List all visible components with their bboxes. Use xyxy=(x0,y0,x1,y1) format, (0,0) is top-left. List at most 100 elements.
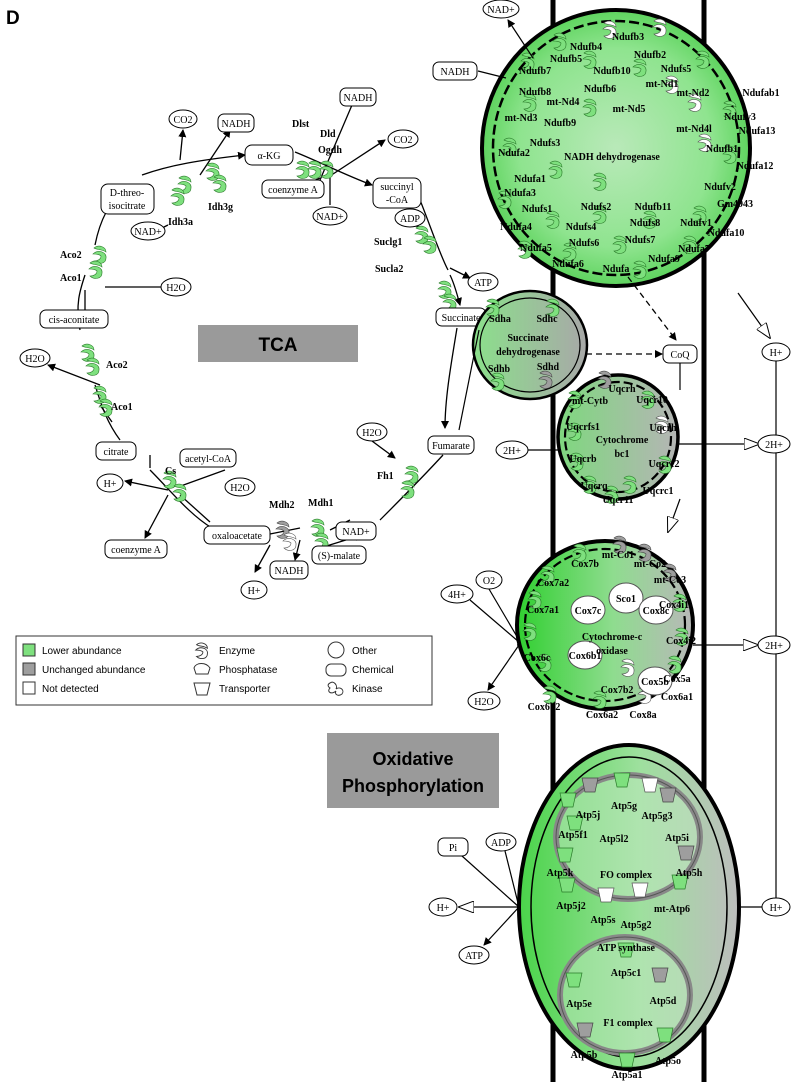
svg-text:NADH: NADH xyxy=(441,67,470,78)
svg-text:O2: O2 xyxy=(483,576,495,587)
panel-letter: D xyxy=(6,8,20,29)
svg-text:Ndufa3: Ndufa3 xyxy=(504,188,536,199)
svg-text:NAD+: NAD+ xyxy=(316,212,344,223)
svg-text:Aco1: Aco1 xyxy=(60,273,82,284)
svg-text:mt-Co1: mt-Co1 xyxy=(602,550,634,561)
svg-text:Idh3g: Idh3g xyxy=(208,202,233,213)
svg-text:Ndufb4: Ndufb4 xyxy=(570,42,602,53)
chem-h-plus: H+ xyxy=(96,473,124,493)
svg-text:mt-Nd4: mt-Nd4 xyxy=(547,97,580,108)
svg-text:Dld: Dld xyxy=(320,129,336,140)
svg-text:Cox7a1: Cox7a1 xyxy=(527,605,559,616)
svg-text:oxaloacetate: oxaloacetate xyxy=(212,531,263,542)
svg-text:NADH: NADH xyxy=(222,119,251,130)
svg-text:ATP synthase: ATP synthase xyxy=(597,943,655,954)
svg-text:Atp5a1: Atp5a1 xyxy=(611,1070,642,1081)
svg-text:Ndufs1: Ndufs1 xyxy=(522,204,553,215)
svg-text:Ndufs3: Ndufs3 xyxy=(530,138,561,149)
svg-text:Sdhb: Sdhb xyxy=(488,364,511,375)
svg-text:Cox7b2: Cox7b2 xyxy=(601,685,634,696)
svg-text:Ndufb1: Ndufb1 xyxy=(706,144,738,155)
chem-coenzyme-a-2: coenzyme A xyxy=(104,539,168,559)
svg-text:mt-Atp6: mt-Atp6 xyxy=(654,904,690,915)
svg-text:acetyl-CoA: acetyl-CoA xyxy=(185,454,232,465)
svg-text:H2O: H2O xyxy=(474,697,493,708)
complex-4-chemicals: O2 4H+ H2O 2H+ xyxy=(440,570,791,711)
svg-text:Ndufb3: Ndufb3 xyxy=(612,32,644,43)
svg-text:mt-Nd1: mt-Nd1 xyxy=(646,79,679,90)
svg-text:mt-Nd2: mt-Nd2 xyxy=(677,88,710,99)
svg-text:Atp5k: Atp5k xyxy=(547,868,574,879)
svg-text:Cox4i1: Cox4i1 xyxy=(659,600,689,611)
svg-text:4H+: 4H+ xyxy=(448,590,466,601)
legend-phosphatase: Phosphatase xyxy=(193,663,278,676)
svg-text:Cytochrome: Cytochrome xyxy=(596,435,649,446)
legend-unchanged-abundance: Unchanged abundance xyxy=(22,662,146,676)
svg-text:Uqcrc2: Uqcrc2 xyxy=(649,459,680,470)
svg-text:NADH: NADH xyxy=(344,93,373,104)
svg-text:Mdh2: Mdh2 xyxy=(269,500,295,511)
svg-text:Ndufa: Ndufa xyxy=(603,264,630,275)
complex-1-subunit-labels: Ndufb4 Ndufb3 Ndufb2 Ndufb5 Ndufs5 Ndufb… xyxy=(498,32,779,275)
svg-text:Cox6b2: Cox6b2 xyxy=(528,702,561,713)
svg-text:Atp5g: Atp5g xyxy=(611,801,637,812)
svg-text:Atp5j2: Atp5j2 xyxy=(556,901,585,912)
svg-text:succinyl: succinyl xyxy=(380,182,414,193)
svg-text:Uqcrb: Uqcrb xyxy=(569,454,597,465)
legend-other: Other xyxy=(327,641,378,659)
svg-text:Fh1: Fh1 xyxy=(377,471,394,482)
svg-text:Cytochrome-c: Cytochrome-c xyxy=(582,632,643,643)
tca-enzyme-labels: Idh3g Idh3a Dlst Dld Ogdh Aco2 Aco1 Aco2… xyxy=(60,119,403,511)
svg-text:NADH dehydrogenase: NADH dehydrogenase xyxy=(564,152,660,163)
svg-text:H+: H+ xyxy=(437,903,450,914)
svg-text:Idh3a: Idh3a xyxy=(168,217,193,228)
svg-text:Atp5e: Atp5e xyxy=(566,999,592,1010)
svg-text:Uqcrh: Uqcrh xyxy=(649,423,677,434)
svg-text:Ndufb5: Ndufb5 xyxy=(550,54,582,65)
complex-1-inputs: NAD+ NADH xyxy=(432,0,534,81)
legend-not-detected: Not detected xyxy=(22,681,99,695)
svg-text:cis-aconitate: cis-aconitate xyxy=(49,315,100,326)
svg-text:Cox6a2: Cox6a2 xyxy=(586,710,618,721)
svg-text:Ndufb2: Ndufb2 xyxy=(634,50,666,61)
chem-fumarate: Fumarate xyxy=(427,435,475,455)
svg-text:ADP: ADP xyxy=(400,214,420,225)
svg-text:Atp5h: Atp5h xyxy=(676,868,703,879)
svg-text:NAD+: NAD+ xyxy=(134,227,162,238)
svg-text:Ndufv3: Ndufv3 xyxy=(724,112,756,123)
svg-text:2H+: 2H+ xyxy=(503,446,521,457)
svg-text:Ndufa6: Ndufa6 xyxy=(552,259,584,270)
svg-text:H2O: H2O xyxy=(230,483,249,494)
svg-text:Atp5l2: Atp5l2 xyxy=(600,834,629,845)
chem-oxaloacetate: oxaloacetate xyxy=(203,525,271,545)
svg-text:Uqcrfs1: Uqcrfs1 xyxy=(566,422,600,433)
legend-kinase: Kinase xyxy=(327,681,383,696)
svg-text:Ndufb11: Ndufb11 xyxy=(635,202,672,213)
svg-text:CO2: CO2 xyxy=(174,115,193,126)
svg-text:Chemical: Chemical xyxy=(352,665,394,676)
chem-nad-a: NAD+ xyxy=(130,221,166,241)
svg-text:Ndufa4: Ndufa4 xyxy=(500,222,532,233)
svg-text:Atp5i: Atp5i xyxy=(665,833,689,844)
complex-2-succinate-dehydrogenase: Sdha Sdhc Sdhb Sdhd Succinate dehydrogen… xyxy=(471,289,589,401)
legend-transporter: Transporter xyxy=(193,682,271,696)
svg-text:coenzyme A: coenzyme A xyxy=(268,185,318,196)
succinate-fumarate-link xyxy=(458,329,480,431)
svg-text:Atp5g3: Atp5g3 xyxy=(641,811,672,822)
svg-text:Atp5c1: Atp5c1 xyxy=(611,968,642,979)
chem-citrate: citrate xyxy=(95,441,137,461)
svg-text:mt-Co3: mt-Co3 xyxy=(654,575,686,586)
svg-text:Phosphorylation: Phosphorylation xyxy=(342,776,484,796)
chem-d-threo-isocitrate: D-threo-isocitrate xyxy=(100,183,155,215)
svg-text:Uqcr10: Uqcr10 xyxy=(636,395,668,406)
complex1-to-coq-arrow xyxy=(627,276,677,341)
svg-text:D-threo-: D-threo- xyxy=(110,188,144,199)
svg-text:Kinase: Kinase xyxy=(352,684,383,695)
oxphos-banner: Oxidative Phosphorylation xyxy=(327,733,499,808)
svg-text:NAD+: NAD+ xyxy=(342,527,370,538)
svg-text:Suclg1: Suclg1 xyxy=(374,237,402,248)
svg-text:Ndufa1: Ndufa1 xyxy=(514,174,546,185)
svg-text:(S)-malate: (S)-malate xyxy=(318,551,361,562)
svg-text:H2O: H2O xyxy=(362,428,381,439)
